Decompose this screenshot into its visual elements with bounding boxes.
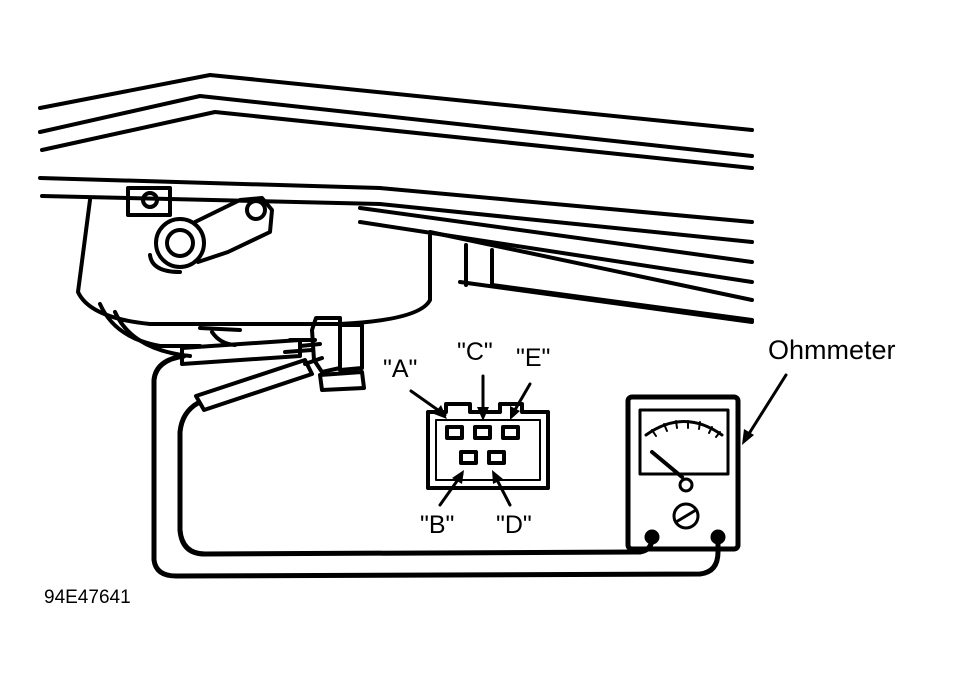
test-probe-lower [194,356,324,412]
pin-e-label: "E" [516,344,551,372]
ohmmeter [625,394,741,552]
arrow-heads [434,405,754,484]
pin-d [487,450,506,465]
pin-b [459,450,478,465]
pin-a [445,425,464,440]
ohmmeter-label: Ohmmeter [768,335,896,365]
pin-a-label: "A" [383,355,418,383]
linkage-crank [148,196,274,274]
pin-d-label: "D" [496,511,532,539]
connector-pin-face [426,402,550,490]
pin-c-label: "C" [457,338,493,366]
figure-id: 94E47641 [44,587,131,608]
pin-b-label: "B" [420,511,455,539]
vehicle-frame [38,73,754,302]
pin-c [473,425,492,440]
pin-e [501,425,520,440]
wiper-motor [76,186,754,358]
